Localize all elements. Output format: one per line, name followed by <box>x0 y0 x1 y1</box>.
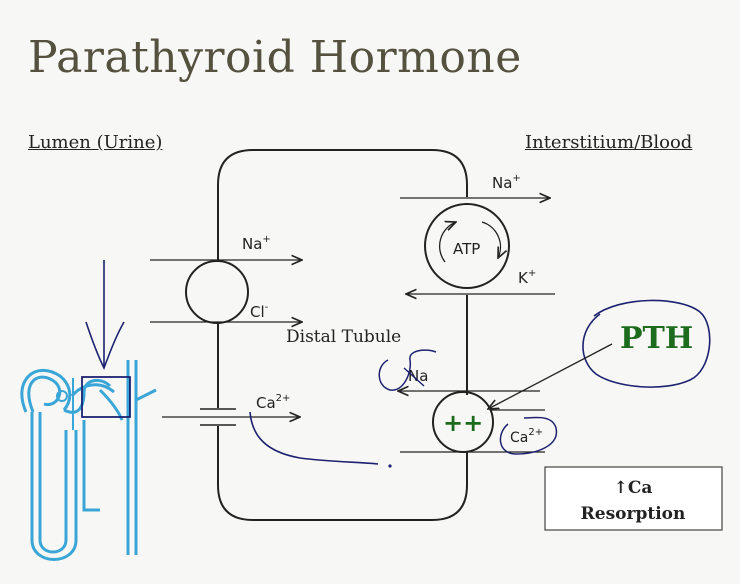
na-strike <box>403 367 425 387</box>
interstitium-label: Interstitium/Blood <box>525 132 693 153</box>
nacl-cotransporter <box>185 260 249 324</box>
ca-handwritten-path <box>249 411 379 465</box>
exchanger-na-label: Na <box>408 367 428 385</box>
pump-atp-label: ATP <box>453 240 480 258</box>
pth-circle <box>582 299 711 388</box>
pth-arrow <box>488 343 613 409</box>
svg-text:Na+: Na+ <box>242 234 271 253</box>
na-handwritten-loop <box>378 349 437 391</box>
cotransporter-na-label: Na <box>242 235 262 253</box>
svg-text:Ca2+: Ca2+ <box>256 393 290 412</box>
distal-tubule-label: Distal Tubule <box>286 327 401 347</box>
nephron-arrowhead <box>85 321 125 370</box>
pth-label: PTH <box>620 321 693 356</box>
pump-k-sup: + <box>528 268 536 279</box>
cell-membrane <box>217 149 468 262</box>
pump-na-label: Na <box>492 174 512 192</box>
ca-channel-sup: 2+ <box>276 393 291 404</box>
slide-title: Parathyroid Hormone <box>28 32 522 83</box>
cell-membrane-right-low <box>217 426 468 521</box>
pump-na-sup: + <box>512 173 520 184</box>
effect-line1: ↑Ca <box>614 478 653 498</box>
na-k-pump <box>424 203 510 289</box>
svg-text:Cl-: Cl- <box>250 302 269 321</box>
cotransporter-cl-label: Cl <box>250 303 265 321</box>
svg-text:K+: K+ <box>518 268 536 287</box>
cotransporter-cl-sup: - <box>265 302 269 313</box>
cotransporter-na-sup: + <box>262 234 270 245</box>
ca-channel-label: Ca <box>256 394 276 412</box>
svg-text:Na+: Na+ <box>492 173 521 192</box>
effect-line2: Resorption <box>581 504 686 524</box>
ca-handwritten-loop <box>499 416 557 455</box>
pump-k-label: K <box>518 269 529 287</box>
effect-box <box>544 466 723 531</box>
nephron-sketch <box>20 360 157 561</box>
pump-cycle-arrow-right <box>481 221 500 258</box>
exchanger-ca-sup: 2+ <box>528 427 543 438</box>
pump-cycle-arrow-left <box>438 222 456 263</box>
exchanger-ca-label: Ca <box>510 430 528 446</box>
exchanger-plus-label: ++ <box>443 409 483 437</box>
lumen-label: Lumen (Urine) <box>28 132 163 153</box>
nephron-zoom-box <box>81 376 131 418</box>
svg-text:Ca2+: Ca2+ <box>510 427 543 446</box>
